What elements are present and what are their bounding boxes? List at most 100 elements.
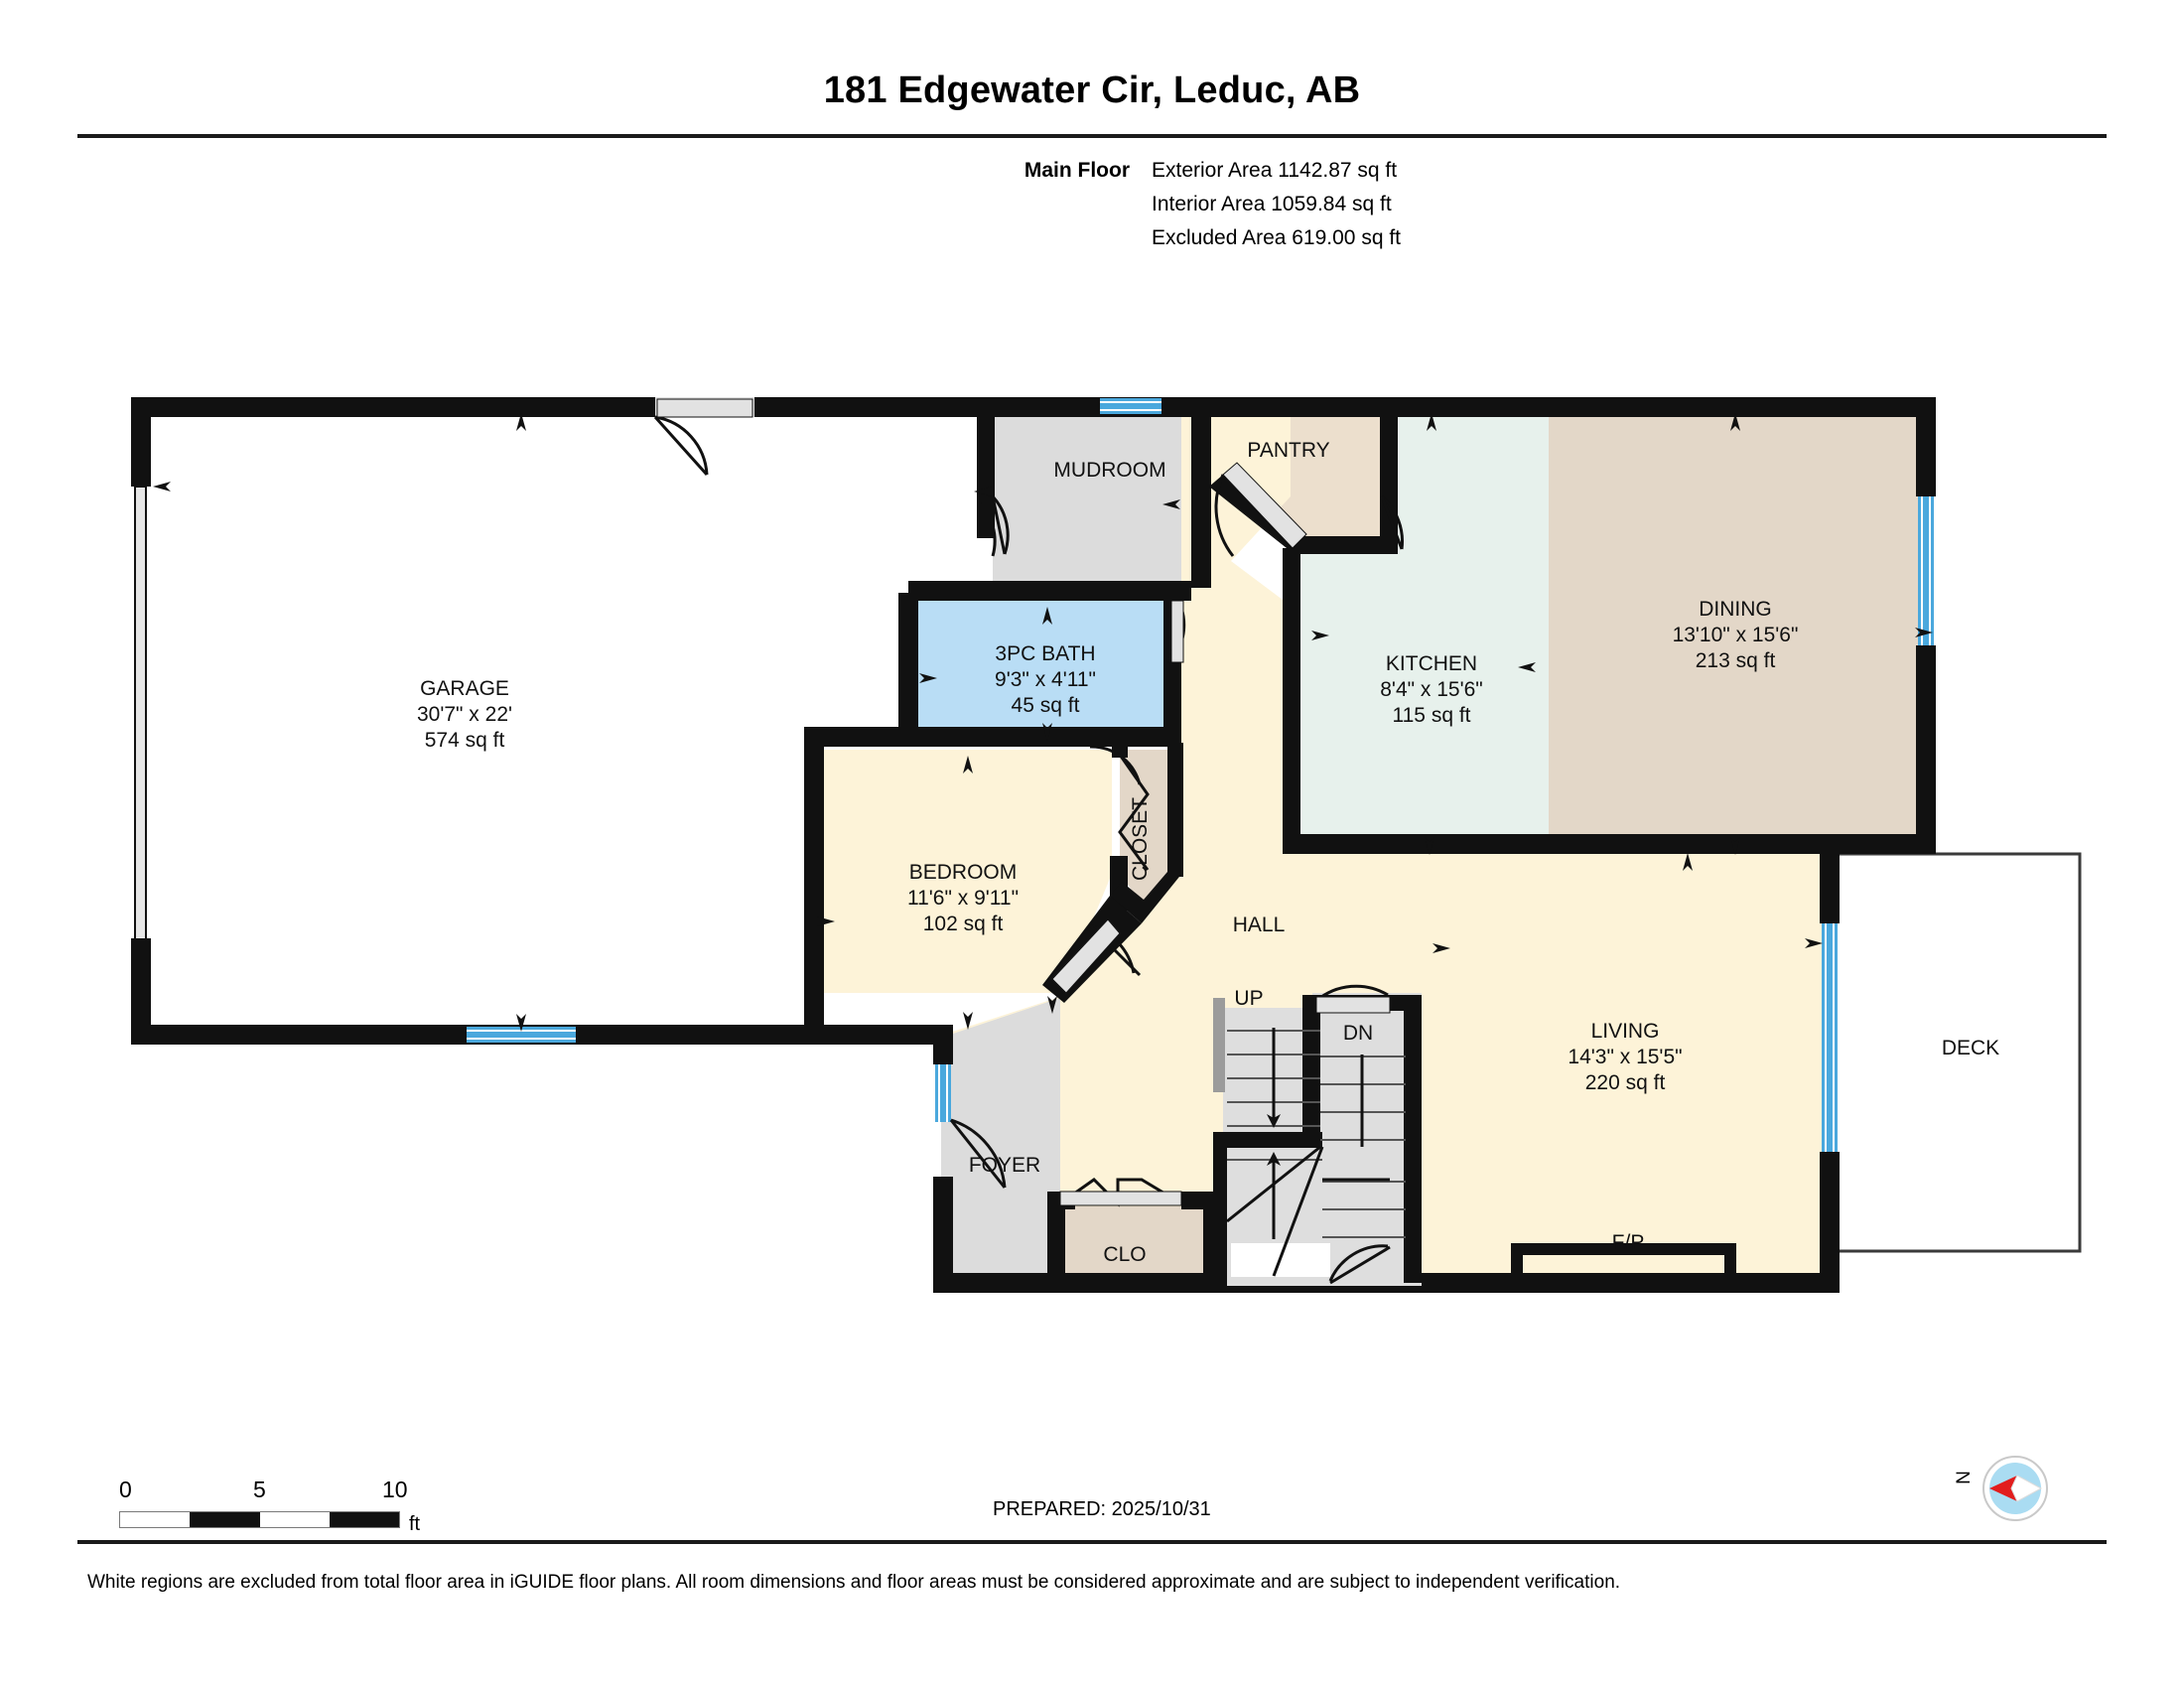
wall-dining-bottom bbox=[1832, 834, 1936, 854]
window-garage-door bbox=[134, 486, 147, 940]
wall-closet-angled bbox=[1110, 872, 1183, 923]
room-fill-clo bbox=[1047, 1206, 1221, 1284]
room-dims: 11'6" x 9'11" bbox=[907, 887, 1019, 910]
fireplace-box bbox=[1511, 1243, 1736, 1285]
room-label-mudroom: MUDROOM bbox=[1053, 459, 1165, 482]
wall-main-top bbox=[754, 397, 1936, 417]
room-name: MUDROOM bbox=[1053, 459, 1165, 482]
room-dims: 9'3" x 4'11" bbox=[995, 668, 1096, 691]
wall-pantry-bottom bbox=[1287, 536, 1398, 554]
wall-stair-left-lower bbox=[1213, 1132, 1227, 1286]
excluded-area: Excluded Area 619.00 sq ft bbox=[1152, 226, 1402, 249]
wall-bath-left bbox=[898, 593, 918, 742]
scale-seg-2 bbox=[190, 1512, 260, 1527]
room-area: 220 sq ft bbox=[1585, 1071, 1666, 1094]
room-fill-foyer bbox=[941, 998, 1060, 1281]
wall-stair-dn-right bbox=[1404, 995, 1422, 1283]
interior-area: Interior Area 1059.84 sq ft bbox=[1152, 193, 1392, 215]
room-fill-upper-stair bbox=[764, 409, 993, 588]
wall-foyer-left-lower bbox=[933, 1177, 953, 1286]
wall-kitchen-left bbox=[1283, 548, 1300, 851]
disclaimer-text: White regions are excluded from total fl… bbox=[87, 1572, 1621, 1593]
compass-north-label: N bbox=[1953, 1471, 1975, 1484]
wall-stair-rail-left bbox=[1213, 998, 1225, 1092]
room-fill-kitchen bbox=[1291, 409, 1549, 849]
wall-mudroom-bottom bbox=[908, 581, 1191, 601]
wall-mudroom-right bbox=[1191, 409, 1211, 588]
room-area: 45 sq ft bbox=[1012, 694, 1080, 717]
door-leafs bbox=[656, 398, 1391, 1206]
prepared-date: PREPARED: 2025/10/31 bbox=[993, 1498, 1211, 1520]
scale-seg-4 bbox=[329, 1512, 399, 1527]
room-name: FOYER bbox=[969, 1154, 1040, 1177]
room-label-pantry: PANTRY bbox=[1247, 439, 1329, 462]
room-name: KITCHEN bbox=[1386, 652, 1477, 675]
stair-lower-arrow-head bbox=[1267, 1152, 1281, 1166]
wall-garage-top bbox=[131, 397, 771, 417]
room-fill-bedroom bbox=[819, 750, 1112, 993]
window-mudroom-top bbox=[1100, 398, 1161, 414]
marker-fireplace: F/P bbox=[1612, 1231, 1645, 1254]
room-label-closet: CLOSET bbox=[1129, 797, 1152, 881]
room-dims: 14'3" x 15'5" bbox=[1568, 1046, 1682, 1068]
room-dims: 13'10" x 15'6" bbox=[1673, 624, 1799, 646]
scale-unit-label: ft bbox=[409, 1513, 421, 1535]
room-fill-garage bbox=[139, 407, 764, 1043]
wall-mudroom-left bbox=[977, 409, 995, 538]
stair-winder-lines bbox=[1226, 1145, 1390, 1277]
exterior-area: Exterior Area 1142.87 sq ft bbox=[1152, 159, 1398, 182]
wall-right-dining-upper bbox=[1916, 397, 1936, 496]
compass-icon bbox=[1982, 1456, 2048, 1521]
room-label-clo: CLO bbox=[1103, 1243, 1146, 1266]
wall-stair-mid bbox=[1302, 995, 1320, 1134]
wall-bath-bottom bbox=[804, 727, 1181, 747]
stair-up-arrow-head bbox=[1267, 1114, 1281, 1128]
window-foyer-left bbox=[935, 1064, 951, 1122]
room-label-garage: GARAGE 30'7" x 22' 574 sq ft bbox=[417, 677, 512, 752]
wall-kitchen-bottom bbox=[1283, 834, 1839, 854]
wall-right-dining-lower bbox=[1916, 645, 1936, 854]
room-name: BEDROOM bbox=[909, 861, 1018, 884]
scale-seg-3 bbox=[259, 1512, 330, 1527]
wall-right-living-upper bbox=[1820, 839, 1840, 923]
room-area: 574 sq ft bbox=[425, 729, 505, 752]
room-fill-dining bbox=[1549, 409, 1931, 849]
room-name: LIVING bbox=[1591, 1020, 1660, 1043]
room-fill-closet bbox=[1120, 750, 1171, 904]
room-name: 3PC BATH bbox=[995, 642, 1095, 665]
marker-stair-dn: DN bbox=[1343, 1022, 1373, 1045]
window-living-right bbox=[1822, 923, 1838, 1152]
room-name: CLOSET bbox=[1129, 797, 1152, 881]
room-area: 213 sq ft bbox=[1696, 649, 1776, 672]
room-label-living: LIVING 14'3" x 15'5" 220 sq ft bbox=[1568, 1020, 1682, 1094]
compass-rose: N bbox=[1953, 1445, 2075, 1534]
wall-stair-bottom-div bbox=[1213, 1132, 1322, 1148]
floor-label: Main Floor bbox=[1024, 159, 1130, 182]
wall-clo-top-right bbox=[1181, 1192, 1223, 1209]
room-name: DECK bbox=[1942, 1037, 1999, 1059]
room-label-bedroom: BEDROOM 11'6" x 9'11" 102 sq ft bbox=[907, 861, 1019, 935]
room-label-foyer: FOYER bbox=[969, 1154, 1040, 1177]
scale-tick-0: 0 bbox=[119, 1477, 132, 1502]
room-fill-deck bbox=[1830, 852, 2082, 1253]
room-label-deck: DECK bbox=[1942, 1037, 1999, 1059]
room-name: GARAGE bbox=[420, 677, 509, 700]
scale-seg-1 bbox=[120, 1512, 191, 1527]
room-dims: 8'4" x 15'6" bbox=[1380, 678, 1483, 701]
room-dims: 30'7" x 22' bbox=[417, 703, 512, 726]
wall-bedroom-left bbox=[804, 727, 824, 1045]
page-title: 181 Edgewater Cir, Leduc, AB bbox=[823, 70, 1361, 111]
room-area: 102 sq ft bbox=[923, 913, 1004, 935]
room-name: PANTRY bbox=[1247, 439, 1329, 462]
room-fill-hall-living bbox=[943, 409, 1832, 1281]
room-label-hall: HALL bbox=[1233, 914, 1286, 936]
room-name: HALL bbox=[1233, 914, 1286, 936]
wall-garage-left-upper bbox=[131, 397, 151, 487]
wall-right-living-lower bbox=[1820, 1152, 1840, 1283]
wall-garage-left-lower bbox=[131, 938, 151, 1043]
footer-divider bbox=[77, 1540, 2107, 1544]
